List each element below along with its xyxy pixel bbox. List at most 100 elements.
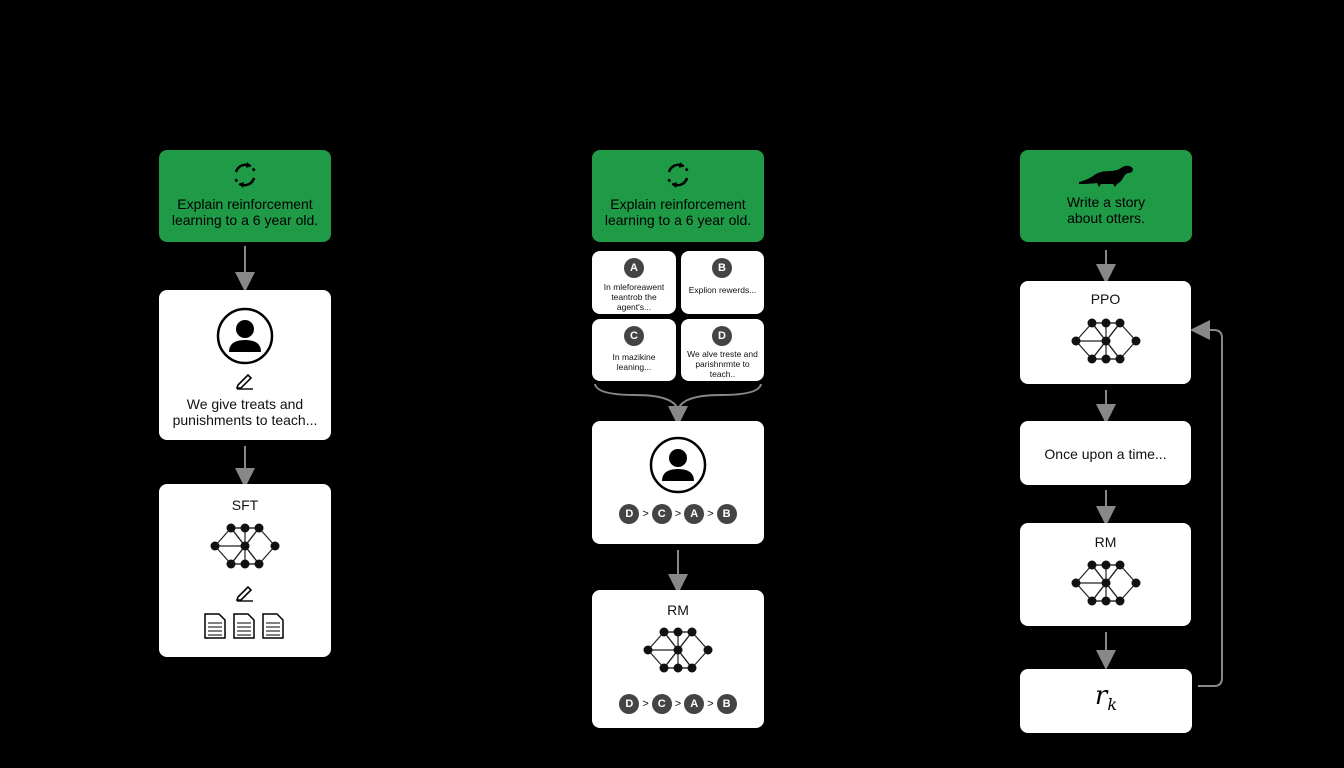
refresh-icon [666, 162, 690, 188]
rank-sep: > [707, 698, 714, 710]
rank-item: A [684, 504, 705, 524]
network-node [1131, 336, 1141, 346]
network-icon [1071, 318, 1141, 364]
rank-sep: > [674, 698, 682, 710]
option-text: agent's... [616, 302, 652, 312]
rank-item: A [684, 694, 705, 714]
option-letter: B [712, 258, 732, 278]
rm-model-box: RM [1020, 523, 1191, 626]
feedback-arrow [1190, 320, 1223, 687]
network-node [1115, 318, 1125, 328]
rank-item: C [651, 694, 672, 714]
network-node [703, 645, 713, 655]
option-text: parishnrmte to [695, 359, 750, 369]
prompt-line-2: about otters. [1067, 210, 1145, 226]
network-node [673, 627, 683, 637]
person-icon [649, 436, 707, 494]
network-icon [643, 627, 713, 673]
reward-box: rk [1020, 669, 1192, 733]
network-node [1087, 354, 1097, 364]
network-node [687, 663, 697, 673]
sft-model-box: SFT [159, 484, 331, 657]
network-node [1115, 560, 1125, 570]
option-letter: A [624, 258, 644, 278]
documents-icon [204, 613, 284, 639]
output-box: Once upon a time... [1020, 421, 1191, 485]
option-text: In mleforeawent [603, 282, 665, 292]
network-node [659, 663, 669, 673]
rank-item: C [651, 504, 672, 524]
network-node [210, 541, 220, 551]
pencil-icon [235, 585, 253, 602]
option-a-box: A In mleforeawent teantrob the agent's..… [592, 251, 676, 314]
network-node [673, 663, 683, 673]
option-letter: D [712, 326, 732, 346]
network-node [1101, 354, 1111, 364]
reward-value: rk [1020, 681, 1192, 714]
labeler-ranking-box: D > C > A > B [592, 421, 764, 544]
network-node [270, 541, 280, 551]
document-icon [233, 613, 255, 639]
option-text: We alve treste and [687, 349, 758, 359]
option-text: teach.. [709, 369, 736, 379]
output-text: Once upon a time... [1044, 446, 1167, 462]
network-node [240, 559, 250, 569]
network-node [659, 627, 669, 637]
prompt-box: Explain reinforcement learning to a 6 ye… [159, 150, 331, 242]
rank-sep: > [642, 698, 649, 710]
ranking: D > C > A > B [592, 503, 764, 525]
option-letter: C [624, 326, 644, 346]
network-node [240, 541, 250, 551]
rank-item: B [716, 694, 737, 714]
document-icon [262, 613, 284, 639]
network-node [643, 645, 653, 655]
network-node [1131, 578, 1141, 588]
demo-text-line-2: punishments to teach... [172, 412, 318, 428]
network-icon [210, 523, 280, 569]
demonstration-box: We give treats and punishments to teach.… [159, 290, 331, 440]
network-node [673, 645, 683, 655]
network-node [1087, 596, 1097, 606]
model-label: RM [1094, 534, 1117, 550]
network-icon [1071, 560, 1141, 606]
prompt-line-1: Explain reinforcement [610, 196, 746, 212]
model-label: SFT [231, 497, 259, 513]
option-d-box: D We alve treste and parishnrmte to teac… [681, 319, 764, 381]
network-node [1101, 336, 1111, 346]
merge-brace [594, 383, 762, 414]
rm-ranking: D > C > A > B [592, 693, 764, 715]
network-node [1101, 318, 1111, 328]
network-node [1101, 596, 1111, 606]
prompt-line-1: Write a story [1066, 194, 1146, 210]
prompt-box: Write a story about otters. [1020, 150, 1192, 242]
prompt-box: Explain reinforcement learning to a 6 ye… [592, 150, 764, 242]
document-icon [204, 613, 226, 639]
option-text: leaning... [616, 362, 652, 372]
prompt-line-2: learning to a 6 year old. [604, 212, 752, 228]
network-node [1071, 578, 1081, 588]
network-node [1071, 336, 1081, 346]
rank-sep: > [642, 508, 649, 520]
demo-text-line-1: We give treats and [186, 396, 304, 412]
network-node [240, 523, 250, 533]
option-text: teantrob the [611, 292, 657, 302]
ppo-policy-box: PPO [1020, 281, 1191, 384]
rank-item: D [619, 694, 640, 714]
pencil-icon [235, 373, 253, 390]
rank-item: B [716, 504, 737, 524]
prompt-line-2: learning to a 6 year old. [171, 212, 319, 228]
network-node [254, 523, 264, 533]
network-node [226, 559, 236, 569]
prompt-line-1: Explain reinforcement [177, 196, 313, 212]
policy-label: PPO [1090, 291, 1121, 307]
option-b-box: B Explion rewerds... [681, 251, 764, 314]
network-node [1101, 560, 1111, 570]
rank-sep: > [674, 508, 682, 520]
network-node [1087, 560, 1097, 570]
refresh-icon [233, 162, 257, 188]
option-c-box: C In mazikine leaning... [592, 319, 676, 381]
option-text: In mazikine [612, 352, 656, 362]
person-icon [216, 307, 274, 365]
rank-item: D [619, 504, 640, 524]
model-label: RM [667, 602, 689, 618]
